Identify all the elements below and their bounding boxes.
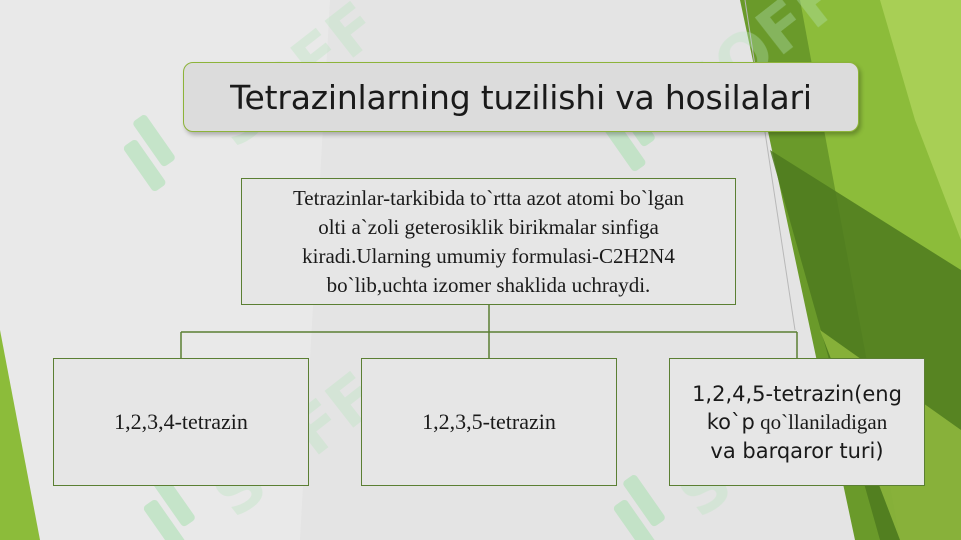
definition-box: Tetrazinlar-tarkibida to`rtta azot atomi… xyxy=(241,178,736,305)
green-band-light xyxy=(880,0,961,240)
definition-line: kiradi.Ularning umumiy formulasi-C2H2N4 xyxy=(302,243,675,268)
definition-line: bo`lib,uchta izomer shaklida uchraydi. xyxy=(326,272,651,297)
title-box: Tetrazinlarning tuzilishi va hosilalari xyxy=(183,62,859,132)
isomer-line: va barqaror turi) xyxy=(710,438,884,463)
isomer-box-1235: 1,2,3,5-tetrazin xyxy=(361,358,617,486)
definition-line: Tetrazinlar-tarkibida to`rtta azot atomi… xyxy=(292,185,685,210)
isomer-line: 1,2,4,5-tetrazin(eng xyxy=(692,381,902,406)
isomer-line-part: qo`llaniladigan xyxy=(754,409,888,434)
isomer-box-1234: 1,2,3,4-tetrazin xyxy=(53,358,309,486)
definition-line: olti a`zoli geterosiklik birikmalar sinf… xyxy=(318,214,659,239)
isomer-line-part: ko`p xyxy=(706,409,755,434)
definition-text: Tetrazinlar-tarkibida to`rtta azot atomi… xyxy=(293,184,684,300)
isomer-line: ko`p qo`llaniladigan xyxy=(692,408,902,437)
isomer-label: 1,2,3,5-tetrazin xyxy=(422,409,556,434)
isomer-label: 1,2,3,4-tetrazin xyxy=(114,409,248,434)
isomer-box-1245: 1,2,4,5-tetrazin(eng ko`p qo`llaniladiga… xyxy=(669,358,925,486)
slide-title: Tetrazinlarning tuzilishi va hosilalari xyxy=(230,77,812,117)
isomer-label: 1,2,4,5-tetrazin(eng ko`p qo`llaniladiga… xyxy=(692,380,902,465)
green-corner-left xyxy=(0,330,40,540)
